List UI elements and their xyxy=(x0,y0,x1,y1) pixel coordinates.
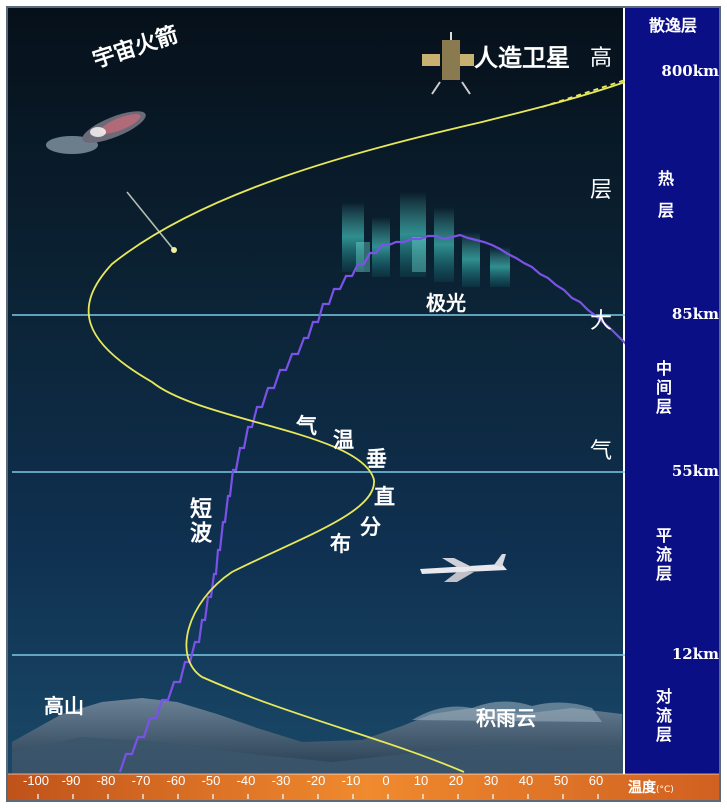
temperature-curve xyxy=(87,81,626,773)
temperature-tick-label: -30 xyxy=(271,773,291,788)
temperature-tick-label: -80 xyxy=(96,773,116,788)
layer-boundaries xyxy=(12,314,625,656)
temperature-tick-label: -70 xyxy=(131,773,151,788)
temperature-tick-label: 40 xyxy=(518,773,534,788)
upper-atmosphere-char: 大 xyxy=(590,309,613,334)
shortwave-line xyxy=(118,233,627,773)
temperature-curve-dashed xyxy=(541,79,626,108)
cumulonimbus-cloud xyxy=(412,701,602,722)
cloud-label: 积雨云 xyxy=(476,706,536,730)
foreground-hills xyxy=(12,737,623,774)
temp-curve-char: 气 xyxy=(296,414,317,438)
temperature-tick-label: -60 xyxy=(166,773,186,788)
mountain-label: 高山 xyxy=(44,694,84,718)
altitude-800km: 800km xyxy=(661,62,719,80)
temperature-axis-title: 温度 xyxy=(628,780,656,796)
temperature-tick-label: 0 xyxy=(382,773,390,788)
shortwave-label: 短波 xyxy=(186,497,211,545)
temperature-tick-label: -40 xyxy=(236,773,256,788)
altitude-85km: 85km xyxy=(671,305,719,323)
temperature-tick-label: -50 xyxy=(201,773,221,788)
temp-curve-char: 垂 xyxy=(366,447,387,471)
airplane-icon xyxy=(420,554,507,582)
temperature-tick-label: 30 xyxy=(483,773,499,788)
temp-curve-char: 直 xyxy=(374,485,395,509)
temperature-axis-label: 温度(°C) xyxy=(628,777,674,797)
altitude-12km: 12km xyxy=(671,645,719,663)
layer-thermosphere: 热层 xyxy=(655,170,674,234)
aurora-label: 极光 xyxy=(426,291,466,315)
meteor-point xyxy=(171,247,177,253)
temperature-axis-bar xyxy=(8,774,719,800)
layer-troposphere: 对流层 xyxy=(653,688,672,745)
layer-exosphere: 散逸层 xyxy=(648,16,697,35)
temperature-tick-label: -10 xyxy=(341,773,361,788)
satellite-label: 人造卫星 xyxy=(474,44,570,72)
rocket-icon xyxy=(46,111,146,154)
temp-curve-char: 布 xyxy=(330,532,351,556)
temperature-tick-label: 10 xyxy=(413,773,429,788)
temp-curve-char: 温 xyxy=(333,428,354,452)
altitude-55km: 55km xyxy=(671,462,719,480)
diagram-art xyxy=(8,8,719,800)
diagram-frame xyxy=(6,6,721,802)
temp-curve-char: 分 xyxy=(360,515,381,539)
upper-atmosphere-char: 层 xyxy=(590,178,613,203)
temperature-tick-label: 60 xyxy=(588,773,604,788)
temperature-tick-label: 20 xyxy=(448,773,464,788)
upper-atmosphere-char: 高 xyxy=(590,46,613,71)
satellite-icon xyxy=(422,32,474,95)
temperature-tick-label: -20 xyxy=(306,773,326,788)
aurora-glow xyxy=(342,192,510,287)
temperature-axis-unit: (°C) xyxy=(656,785,674,795)
meteor-streak xyxy=(126,191,175,251)
layer-stratosphere: 平流层 xyxy=(653,527,672,584)
temperature-tick-label: -100 xyxy=(22,773,50,788)
temperature-tick-label: -90 xyxy=(61,773,81,788)
temperature-tick-label: 50 xyxy=(553,773,569,788)
layer-mesosphere: 中间层 xyxy=(653,360,672,417)
layer-side-bar xyxy=(625,8,719,774)
upper-atmosphere-char: 气 xyxy=(590,439,613,464)
temperature-tick-marks xyxy=(37,794,599,799)
